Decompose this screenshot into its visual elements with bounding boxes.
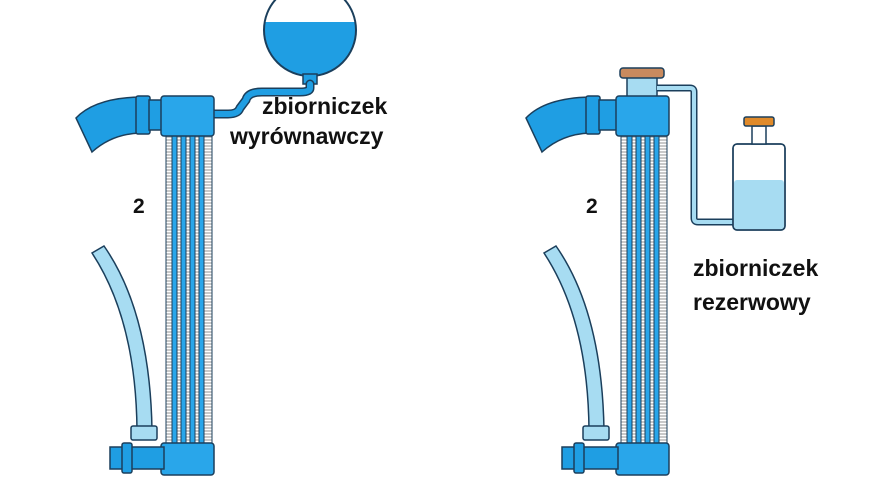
upper-hose [75, 96, 141, 154]
marker-label: 2 [586, 195, 598, 218]
lower-hose [542, 245, 605, 431]
lower-header-tank [160, 442, 215, 476]
tank-label-line1: zbiorniczek [693, 255, 818, 281]
filler-cap [619, 67, 665, 99]
expansion-tank [263, 0, 357, 85]
upper-hose-clamp [585, 95, 601, 135]
lower-outlet-pipe [109, 446, 165, 470]
tank-label-line1: zbiorniczek [262, 93, 387, 119]
upper-hose-clamp [135, 95, 151, 135]
reserve-tank [732, 116, 786, 231]
lower-hose [90, 245, 153, 431]
upper-header-tank [615, 95, 670, 137]
tank-label-line2: rezerwowy [693, 289, 811, 315]
lower-outlet-pipe [561, 446, 619, 470]
right-diagram: 2 zbiorniczek rezerwowy [525, 67, 818, 476]
lower-hose-clamp [130, 425, 158, 441]
radiator-core [620, 133, 668, 446]
upper-hose [525, 96, 591, 154]
upper-header-tank [160, 95, 215, 137]
tank-label-line2: wyrównawczy [229, 123, 384, 149]
radiator-core [165, 133, 213, 446]
lower-header-tank [615, 442, 670, 476]
lower-hose-clamp [582, 425, 610, 441]
marker-label: 2 [133, 195, 145, 218]
left-diagram: 2 zbiorniczek wyrównawczy [75, 0, 387, 476]
